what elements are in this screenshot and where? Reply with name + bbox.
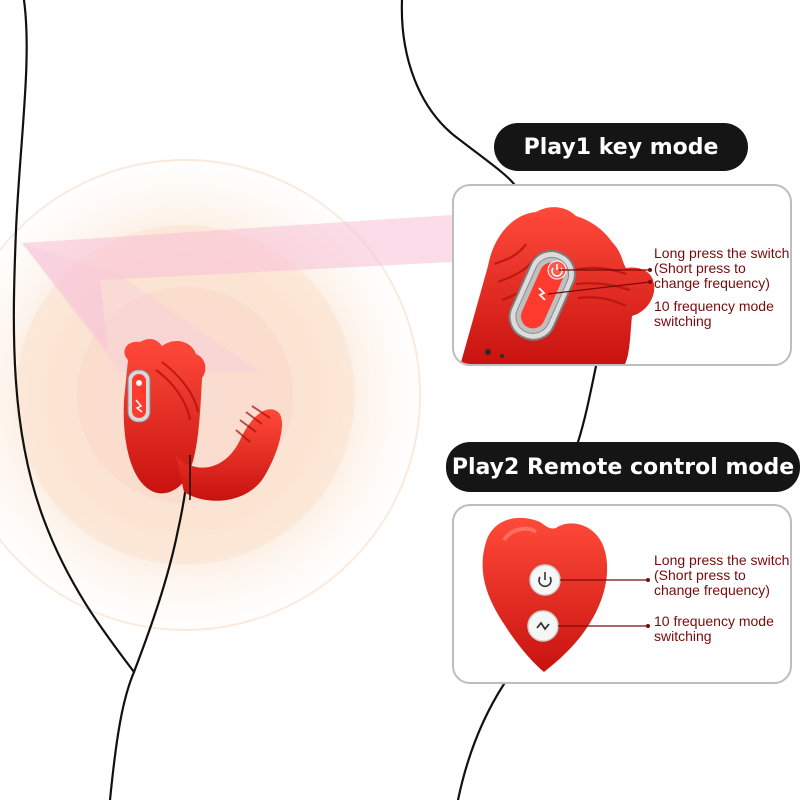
frequency-icon [536,621,550,631]
body-outline [12,0,598,800]
mode-1-title: Play1 key mode [523,134,719,160]
mode-2-title-badge: Play2 Remote control mode [446,442,800,492]
remote-heart-image [482,517,650,672]
annotation-line: Long press the switch [654,245,790,261]
remote-mode-panel: Long press the switch (Short press to ch… [452,504,792,684]
remote-frequency-button [527,610,559,642]
product-worn-image [123,339,283,501]
key-power-annotation: Long press the switch (Short press to ch… [654,246,789,291]
zoom-beam [22,215,452,352]
frequency-icon [538,287,546,301]
key-mode-panel: Long press the switch (Short press to ch… [452,184,792,366]
key-frequency-annotation: 10 frequency mode switching [654,299,774,329]
remote-power-annotation: Long press the switch (Short press to ch… [654,553,789,598]
annotation-line: switching [654,628,712,644]
annotation-line: change frequency) [654,275,770,291]
annotation-line: Long press the switch [654,552,790,568]
annotation-line: (Short press to [654,567,746,583]
key-mode-closeup-image [460,207,655,364]
annotation-line: change frequency) [654,582,770,598]
annotation-line: 10 frequency mode [654,298,774,314]
mode-2-title: Play2 Remote control mode [451,454,795,480]
remote-power-button [529,564,561,596]
key-frequency-button [538,287,546,301]
annotation-line: 10 frequency mode [654,613,774,629]
power-icon [538,576,552,588]
mode-1-title-badge: Play1 key mode [494,123,748,171]
annotation-line: switching [654,313,712,329]
annotation-line: (Short press to [654,260,746,276]
remote-frequency-annotation: 10 frequency mode switching [654,614,774,644]
